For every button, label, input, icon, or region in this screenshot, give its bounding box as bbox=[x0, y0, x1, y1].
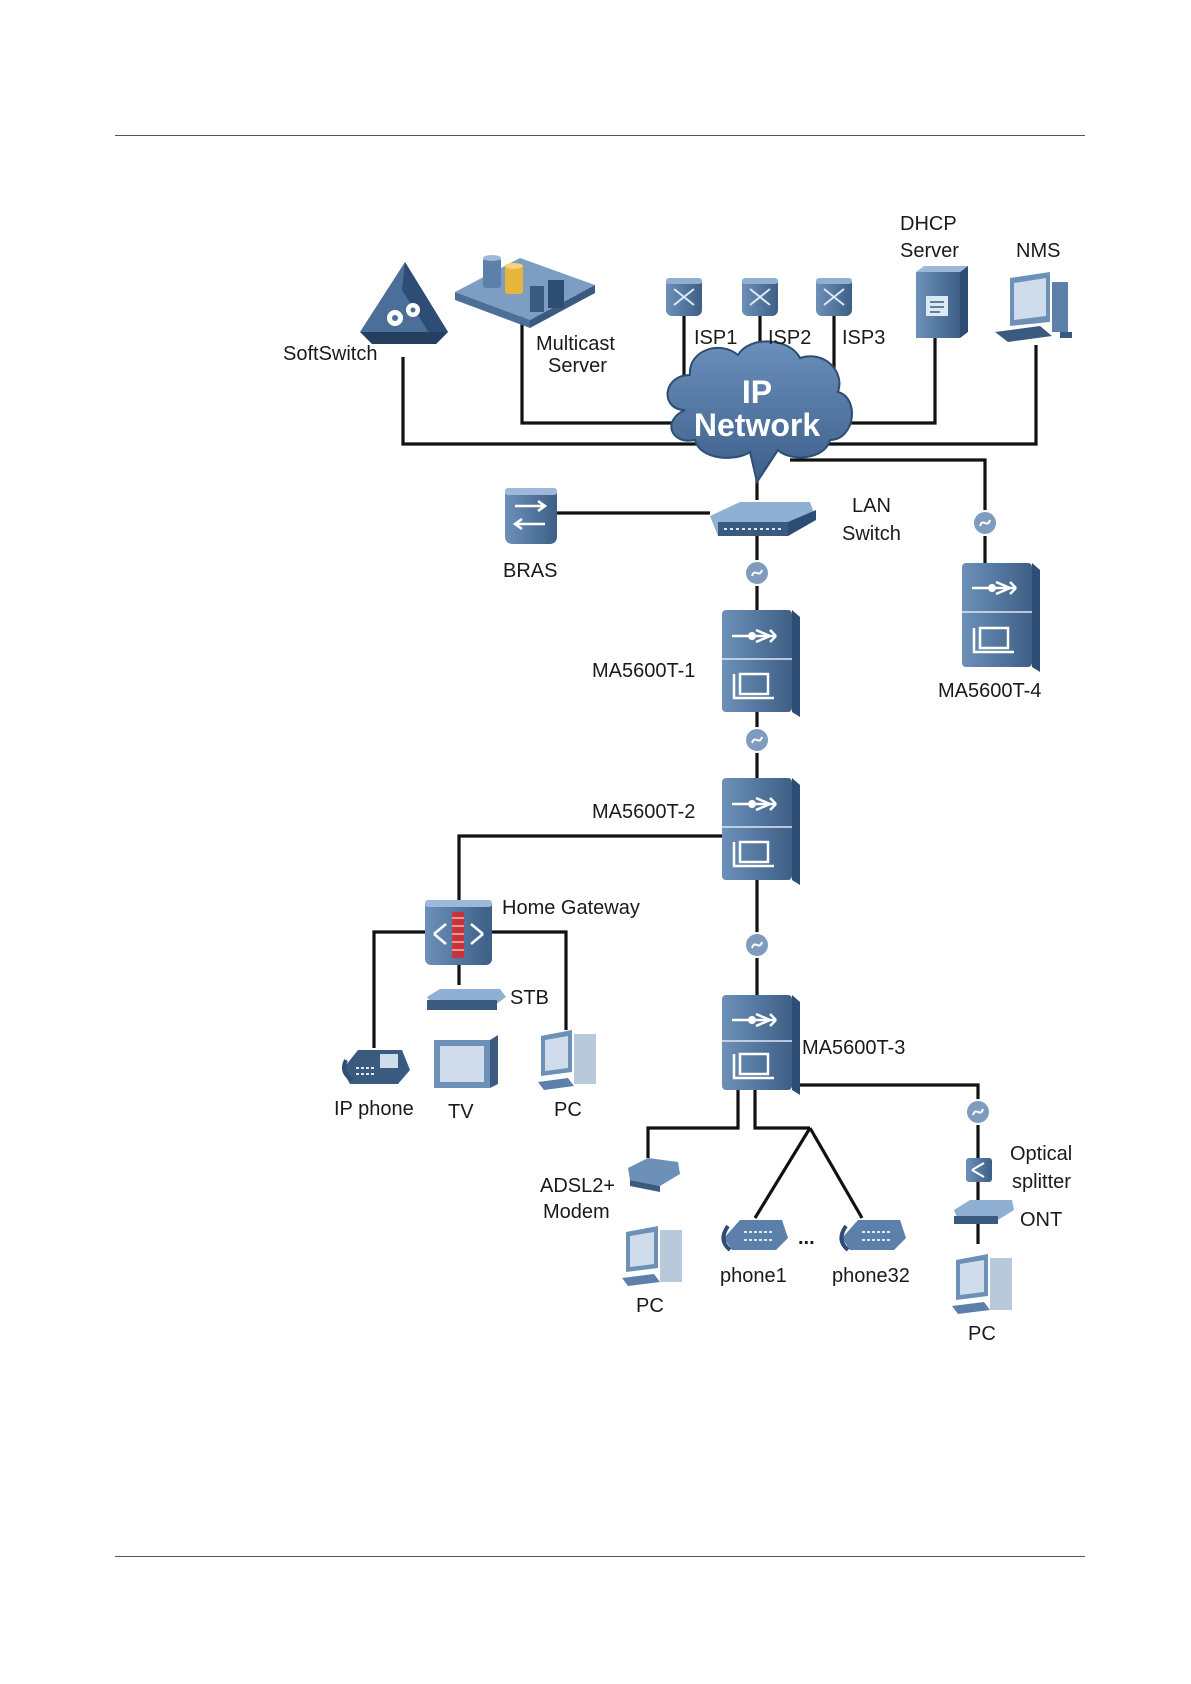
adsl-label-1: ADSL2+ bbox=[540, 1175, 615, 1197]
ip-phone-label: IP phone bbox=[334, 1098, 414, 1120]
nms-label: NMS bbox=[1016, 240, 1060, 262]
link-gateway-ipphone bbox=[374, 932, 425, 1048]
splitter-label-2: splitter bbox=[1012, 1171, 1071, 1193]
stb-label: STB bbox=[510, 987, 549, 1009]
optical-link-icon bbox=[973, 511, 997, 535]
optical-splitter-icon bbox=[966, 1158, 992, 1182]
stb-icon bbox=[427, 989, 506, 1010]
optical-link-icon bbox=[745, 933, 769, 957]
cloud-label-ip: IP bbox=[742, 374, 772, 410]
link-phone1 bbox=[755, 1128, 810, 1218]
phones-ellipsis: ... bbox=[798, 1227, 815, 1249]
ma5600t-3-label: MA5600T-3 bbox=[802, 1037, 905, 1059]
pc-adsl-icon bbox=[622, 1226, 682, 1286]
softswitch-icon bbox=[360, 262, 448, 344]
lan-switch-label-1: LAN bbox=[852, 495, 891, 517]
isp3-router-icon bbox=[816, 278, 852, 316]
pc-adsl-label: PC bbox=[636, 1295, 664, 1317]
dhcp-label-1: DHCP bbox=[900, 213, 957, 235]
isp3-label: ISP3 bbox=[842, 327, 885, 349]
lan-switch-label-2: Switch bbox=[842, 523, 901, 545]
ip-phone-icon bbox=[342, 1050, 410, 1084]
pc-ont-icon bbox=[952, 1254, 1012, 1314]
ma5600t-4-icon bbox=[962, 563, 1040, 672]
nms-computer-icon bbox=[995, 272, 1072, 342]
cloud-label-network: Network bbox=[694, 407, 820, 443]
isp1-router-icon bbox=[666, 278, 702, 316]
multicast-server-icon bbox=[455, 255, 595, 328]
bras-icon bbox=[505, 488, 557, 544]
home-gateway-label: Home Gateway bbox=[502, 897, 640, 919]
tv-icon bbox=[434, 1035, 498, 1088]
splitter-label-1: Optical bbox=[1010, 1143, 1072, 1165]
pc-ont-label: PC bbox=[968, 1323, 996, 1345]
ma5600t-1-icon bbox=[722, 610, 800, 717]
link-ma2-gateway bbox=[459, 836, 722, 900]
tv-label: TV bbox=[448, 1101, 474, 1123]
pc-home-icon bbox=[538, 1030, 596, 1090]
ma5600t-2-label: MA5600T-2 bbox=[592, 801, 695, 823]
phone1-label: phone1 bbox=[720, 1265, 787, 1287]
ont-label: ONT bbox=[1020, 1209, 1062, 1231]
phone32-icon bbox=[841, 1220, 906, 1250]
isp1-label: ISP1 bbox=[694, 327, 737, 349]
link-ma3-adsl bbox=[648, 1090, 738, 1158]
ma5600t-1-label: MA5600T-1 bbox=[592, 660, 695, 682]
softswitch-label: SoftSwitch bbox=[283, 343, 377, 365]
home-gateway-icon bbox=[425, 900, 492, 965]
ont-icon bbox=[954, 1200, 1014, 1224]
link-gateway-pc bbox=[492, 932, 566, 1030]
pc-home-label: PC bbox=[554, 1099, 582, 1121]
adsl-label-2: Modem bbox=[543, 1201, 610, 1223]
ma5600t-3-icon bbox=[722, 995, 800, 1095]
multicast-label-1: Multicast bbox=[536, 333, 615, 355]
ma5600t-4-label: MA5600T-4 bbox=[938, 680, 1041, 702]
adsl-modem-icon bbox=[628, 1158, 680, 1192]
multicast-label-2: Server bbox=[548, 355, 607, 377]
optical-link-icon bbox=[966, 1100, 990, 1124]
isp2-label: ISP2 bbox=[768, 327, 811, 349]
isp2-router-icon bbox=[742, 278, 778, 316]
dhcp-server-icon bbox=[916, 266, 968, 338]
phone1-icon bbox=[723, 1220, 788, 1250]
link-phone32 bbox=[810, 1128, 862, 1218]
phone32-label: phone32 bbox=[832, 1265, 910, 1287]
optical-link-icon bbox=[745, 561, 769, 585]
bras-label: BRAS bbox=[503, 560, 557, 582]
dhcp-label-2: Server bbox=[900, 240, 959, 262]
link-ma3-phones bbox=[755, 1090, 810, 1128]
optical-link-icon bbox=[745, 728, 769, 752]
ma5600t-2-icon bbox=[722, 778, 800, 885]
lan-switch-icon bbox=[710, 502, 816, 536]
